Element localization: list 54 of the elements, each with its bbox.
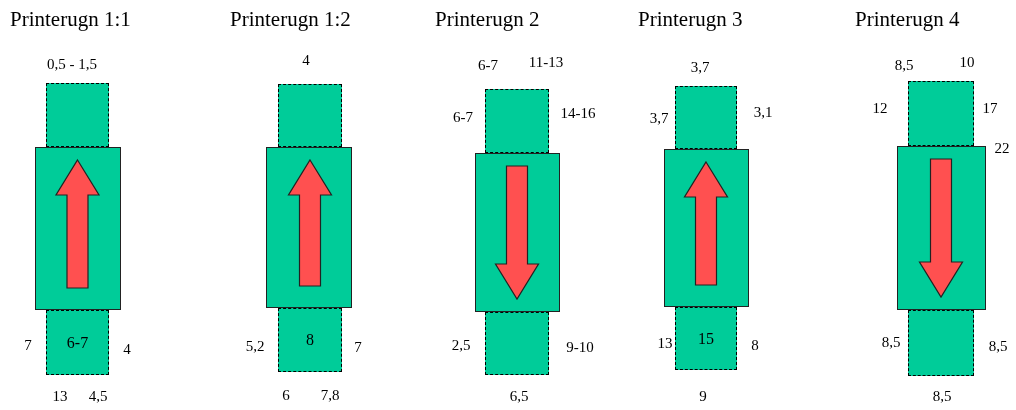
value-text: 7 xyxy=(354,339,362,355)
value-text: 13 xyxy=(657,335,673,351)
dashed-block xyxy=(278,308,342,372)
dashed-block xyxy=(908,310,974,376)
value-text: 7,8 xyxy=(320,387,340,403)
dashed-block xyxy=(485,89,549,153)
flow-arrow xyxy=(54,158,101,289)
dashed-block xyxy=(675,86,737,149)
value-text: 3,1 xyxy=(753,104,773,120)
value-text: 4 xyxy=(123,341,131,357)
value-text: 10 xyxy=(959,54,975,70)
dashed-block xyxy=(46,83,109,147)
flow-arrow xyxy=(494,165,540,301)
value-text: 8,5 xyxy=(988,338,1008,354)
value-text: 9-10 xyxy=(566,339,594,355)
value-text: 14-16 xyxy=(560,105,596,121)
flow-arrow xyxy=(918,158,964,299)
value-text: 2,5 xyxy=(451,337,471,353)
value-text: 6-7 xyxy=(66,334,89,351)
panel-heading: Printerugn 3 xyxy=(638,6,743,33)
value-text: 9 xyxy=(699,388,707,404)
panel-heading: Printerugn 1:1 xyxy=(10,6,131,33)
value-text: 0,5 - 1,5 xyxy=(47,56,97,72)
value-text: 6-7 xyxy=(478,57,498,73)
value-text: 8 xyxy=(306,332,314,348)
panel-heading: Printerugn 4 xyxy=(855,6,960,33)
value-text: 8,5 xyxy=(881,334,901,350)
dashed-block xyxy=(278,84,342,147)
value-text: 22 xyxy=(994,140,1010,156)
value-text: 11-13 xyxy=(528,54,564,70)
value-text: 12 xyxy=(872,100,888,116)
value-text: 8,5 xyxy=(894,57,914,73)
value-text: 17 xyxy=(982,100,998,116)
value-text: 6-7 xyxy=(453,109,473,125)
value-text: 8,5 xyxy=(932,388,952,404)
flow-arrow xyxy=(287,158,333,287)
dashed-block xyxy=(675,307,737,370)
value-text: 5,2 xyxy=(245,338,265,354)
dashed-block xyxy=(908,81,974,146)
dashed-block xyxy=(46,310,109,375)
value-text: 4,5 xyxy=(88,388,108,404)
value-text: 8 xyxy=(751,337,759,353)
flow-arrow xyxy=(683,160,729,286)
value-text: 3,7 xyxy=(690,59,710,75)
dashed-block xyxy=(485,312,549,375)
value-text: 6 xyxy=(282,387,290,403)
panel-heading: Printerugn 1:2 xyxy=(230,6,351,33)
value-text: 7 xyxy=(24,337,32,353)
value-text: 6,5 xyxy=(509,388,529,404)
value-text: 3,7 xyxy=(649,110,669,126)
panel-heading: Printerugn 2 xyxy=(435,6,540,33)
value-text: 15 xyxy=(698,330,714,347)
value-text: 13 xyxy=(52,388,68,404)
value-text: 4 xyxy=(302,52,310,68)
